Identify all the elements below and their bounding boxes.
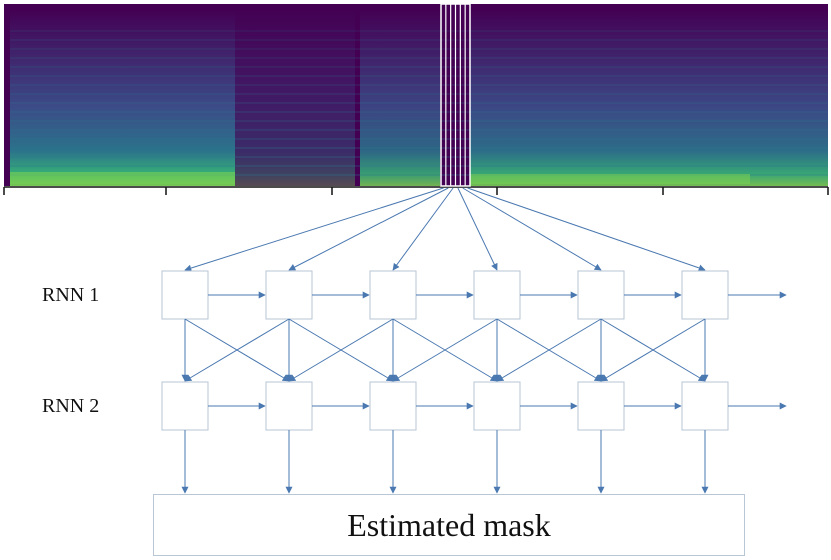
harmonic-band-1 xyxy=(10,39,828,41)
rnn2-cell-1 xyxy=(161,381,209,431)
harmonic-band-9 xyxy=(10,111,828,113)
harmonic-band-14 xyxy=(10,156,828,158)
harmonic-band-13 xyxy=(10,147,828,149)
rnn2-cell-6 xyxy=(681,381,729,431)
inter-layer-arrows xyxy=(181,318,709,382)
spectrogram-segment-1 xyxy=(235,10,355,186)
spectrogram-segment-0 xyxy=(10,10,235,186)
spectrogram-harmonics xyxy=(10,30,828,184)
rnn1-cell-4 xyxy=(473,270,521,320)
input-arrow-5 xyxy=(462,187,602,271)
bright-band-b xyxy=(470,174,750,184)
estimated-mask-box: Estimated mask xyxy=(153,494,745,556)
rnn2-cell-3 xyxy=(369,381,417,431)
estimated-mask-label: Estimated mask xyxy=(347,506,551,543)
rnn1-cell-3 xyxy=(369,270,417,320)
rnn2-cell-2 xyxy=(265,381,313,431)
rnn1-cell-2 xyxy=(265,270,313,320)
spectrogram-segment-3 xyxy=(470,10,828,186)
harmonic-band-12 xyxy=(10,138,828,140)
harmonic-band-15 xyxy=(10,165,828,167)
layer-arrow-5-to-4 xyxy=(496,318,602,382)
rnn2-cell-5 xyxy=(577,381,625,431)
rnn1-cell-6 xyxy=(681,270,729,320)
harmonic-band-6 xyxy=(10,84,828,86)
spectrogram-x-ticks xyxy=(3,187,829,195)
analysis-window xyxy=(440,3,471,187)
layer-arrow-4-to-3 xyxy=(392,318,498,382)
bright-band-a xyxy=(10,172,235,184)
input-arrow-2 xyxy=(288,187,449,271)
harmonic-band-10 xyxy=(10,120,828,122)
output-arrows xyxy=(181,430,709,494)
rnn1-cell-1 xyxy=(161,270,209,320)
rnn2-cell-4 xyxy=(473,381,521,431)
harmonic-band-8 xyxy=(10,102,828,104)
layer-arrow-3-to-2 xyxy=(288,318,394,382)
input-arrow-6 xyxy=(467,187,706,272)
harmonic-band-16 xyxy=(10,174,828,176)
rnn1-label: RNN 1 xyxy=(42,284,100,306)
harmonic-band-2 xyxy=(10,48,828,50)
rnn2-label: RNN 2 xyxy=(42,395,100,417)
harmonic-band-7 xyxy=(10,93,828,95)
input-arrow-1 xyxy=(184,187,444,272)
input-arrow-4 xyxy=(457,187,498,271)
input-arrow-3 xyxy=(392,187,454,271)
harmonic-band-5 xyxy=(10,75,828,77)
spectrogram-segments xyxy=(10,10,828,186)
rnn2-layer xyxy=(161,381,729,431)
harmonic-band-11 xyxy=(10,129,828,131)
rnn1-cell-5 xyxy=(577,270,625,320)
spectrogram xyxy=(3,3,829,195)
layer-arrow-6-to-5 xyxy=(600,318,706,382)
harmonic-band-4 xyxy=(10,66,828,68)
harmonic-band-3 xyxy=(10,57,828,59)
input-arrows xyxy=(184,187,706,272)
spectrogram-segment-2 xyxy=(360,10,440,186)
recurrent-arrows xyxy=(208,291,787,410)
layer-arrow-2-to-1 xyxy=(184,318,290,382)
harmonic-band-0 xyxy=(10,30,828,32)
